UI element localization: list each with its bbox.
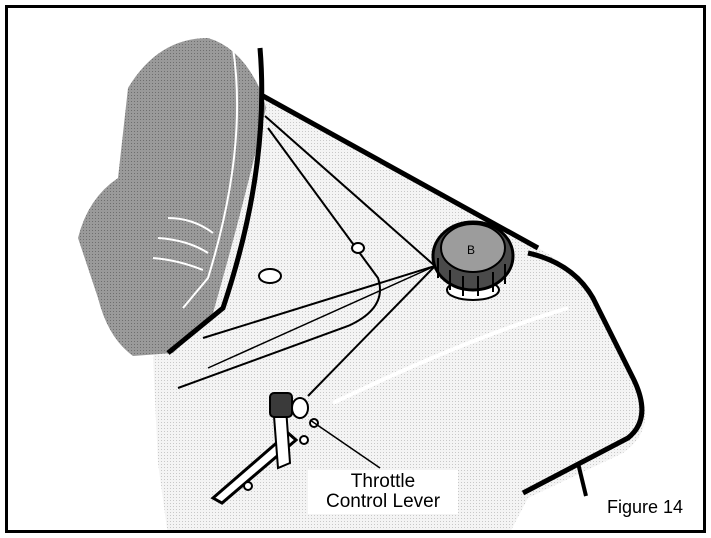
mower-fender [78, 38, 266, 356]
figure-caption: Figure 14 [606, 497, 683, 517]
svg-text:B: B [467, 243, 475, 257]
panel-line-4 [207, 265, 436, 369]
throttle-lever-icon [210, 392, 319, 505]
figure-frame: B Throttle Control Lever Figure 14 [5, 5, 706, 533]
throttle-control-lever-label: Throttle Control Lever [308, 470, 458, 514]
hole-left [258, 268, 282, 284]
callout-line-2: Control Lever [325, 491, 441, 512]
fender-highlight [182, 47, 239, 309]
tank-edge [521, 250, 645, 496]
panel-line-2 [177, 127, 381, 389]
hole-right [351, 242, 365, 254]
mower-illustration: B [78, 38, 646, 530]
fuel-cap-icon: B [431, 220, 515, 301]
hood-edge [261, 93, 540, 251]
fender-edge [166, 47, 265, 355]
panel-line-3 [307, 265, 436, 397]
tank-foot [576, 462, 588, 497]
fender-fold [152, 217, 214, 271]
callout-line-1: Throttle [350, 471, 416, 492]
side-highlight [332, 306, 569, 405]
callout-leader [309, 419, 381, 469]
